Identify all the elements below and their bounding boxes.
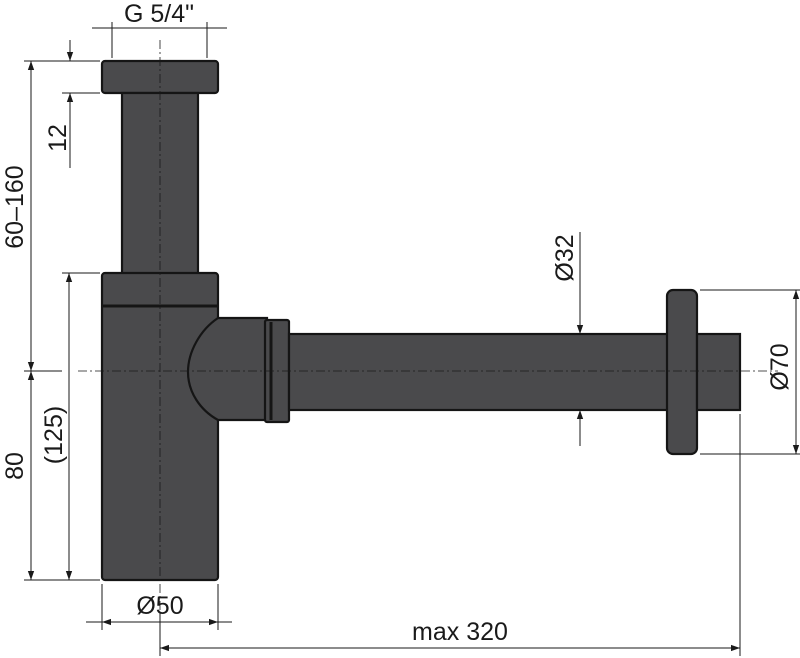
label-body-diameter: Ø50: [136, 592, 183, 620]
label-height-inner: (125): [40, 406, 68, 464]
label-cap-height: 12: [44, 124, 72, 152]
label-adjust-height: 60–160: [1, 165, 29, 248]
wall-rosette: [665, 288, 699, 456]
dimension-thread: [92, 22, 227, 58]
outlet-elbow: [186, 316, 269, 422]
label-thread: G 5/4": [124, 0, 194, 28]
pipe-end: [695, 332, 742, 412]
label-pipe-diameter: Ø32: [551, 234, 579, 281]
label-height-outer: 80: [1, 452, 29, 480]
dimension-height-outer: [24, 371, 100, 581]
outlet-pipe: [287, 332, 671, 412]
dimension-height-inner: [62, 272, 100, 580]
label-max-length: max 320: [412, 618, 508, 646]
dimension-rosette-diameter: [700, 289, 800, 455]
trap-body-group: [100, 59, 742, 582]
dimension-cap-height: [62, 40, 100, 168]
dimension-adjust-height: [24, 60, 62, 372]
center-lines: [78, 40, 778, 610]
label-rosette-diameter: Ø70: [766, 343, 794, 390]
